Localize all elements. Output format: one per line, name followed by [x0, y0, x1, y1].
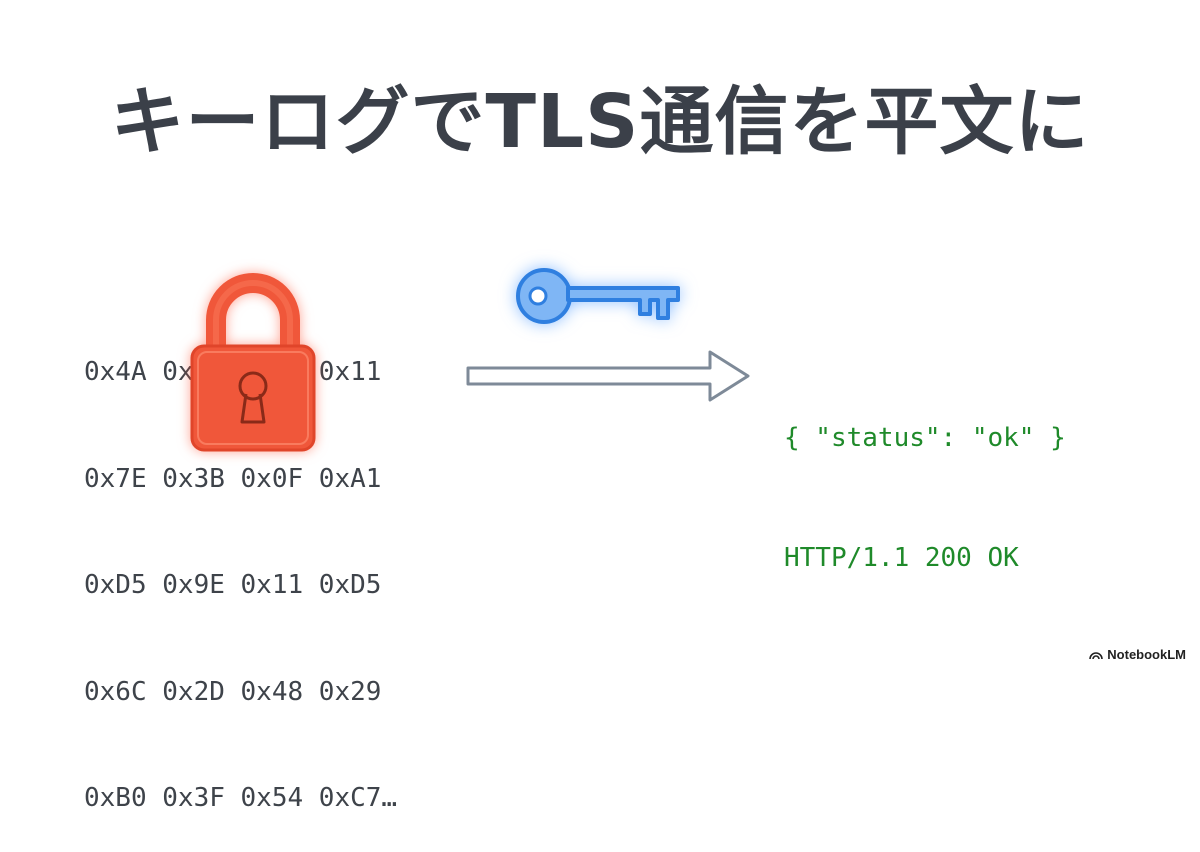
ciphertext-line: 0xD5 0x9E 0x11 0xD5 — [84, 570, 382, 600]
arrow-right-icon — [466, 350, 750, 402]
ciphertext-line: 0xB0 0x3F 0x54 0xC7… — [84, 783, 398, 813]
plaintext-line: HTTP/1.1 200 OK — [784, 543, 1019, 573]
notebooklm-logo-icon — [1089, 651, 1104, 659]
brand-label: NotebookLM — [1107, 647, 1186, 662]
ciphertext-line: 0x6C 0x2D 0x48 0x29 — [84, 676, 382, 707]
plaintext-line: { "status": "ok" } — [784, 423, 1066, 453]
lock-icon — [190, 273, 316, 452]
plaintext-block: { "status": "ok" } HTTP/1.1 200 OK — [784, 338, 1066, 618]
key-icon — [516, 268, 680, 324]
ciphertext-line: 0x7E 0x3B 0x0F 0xA1 — [84, 463, 382, 494]
notebooklm-watermark: NotebookLM — [1089, 647, 1186, 662]
slide-title: キーログでTLS通信を平文に — [110, 79, 1090, 165]
